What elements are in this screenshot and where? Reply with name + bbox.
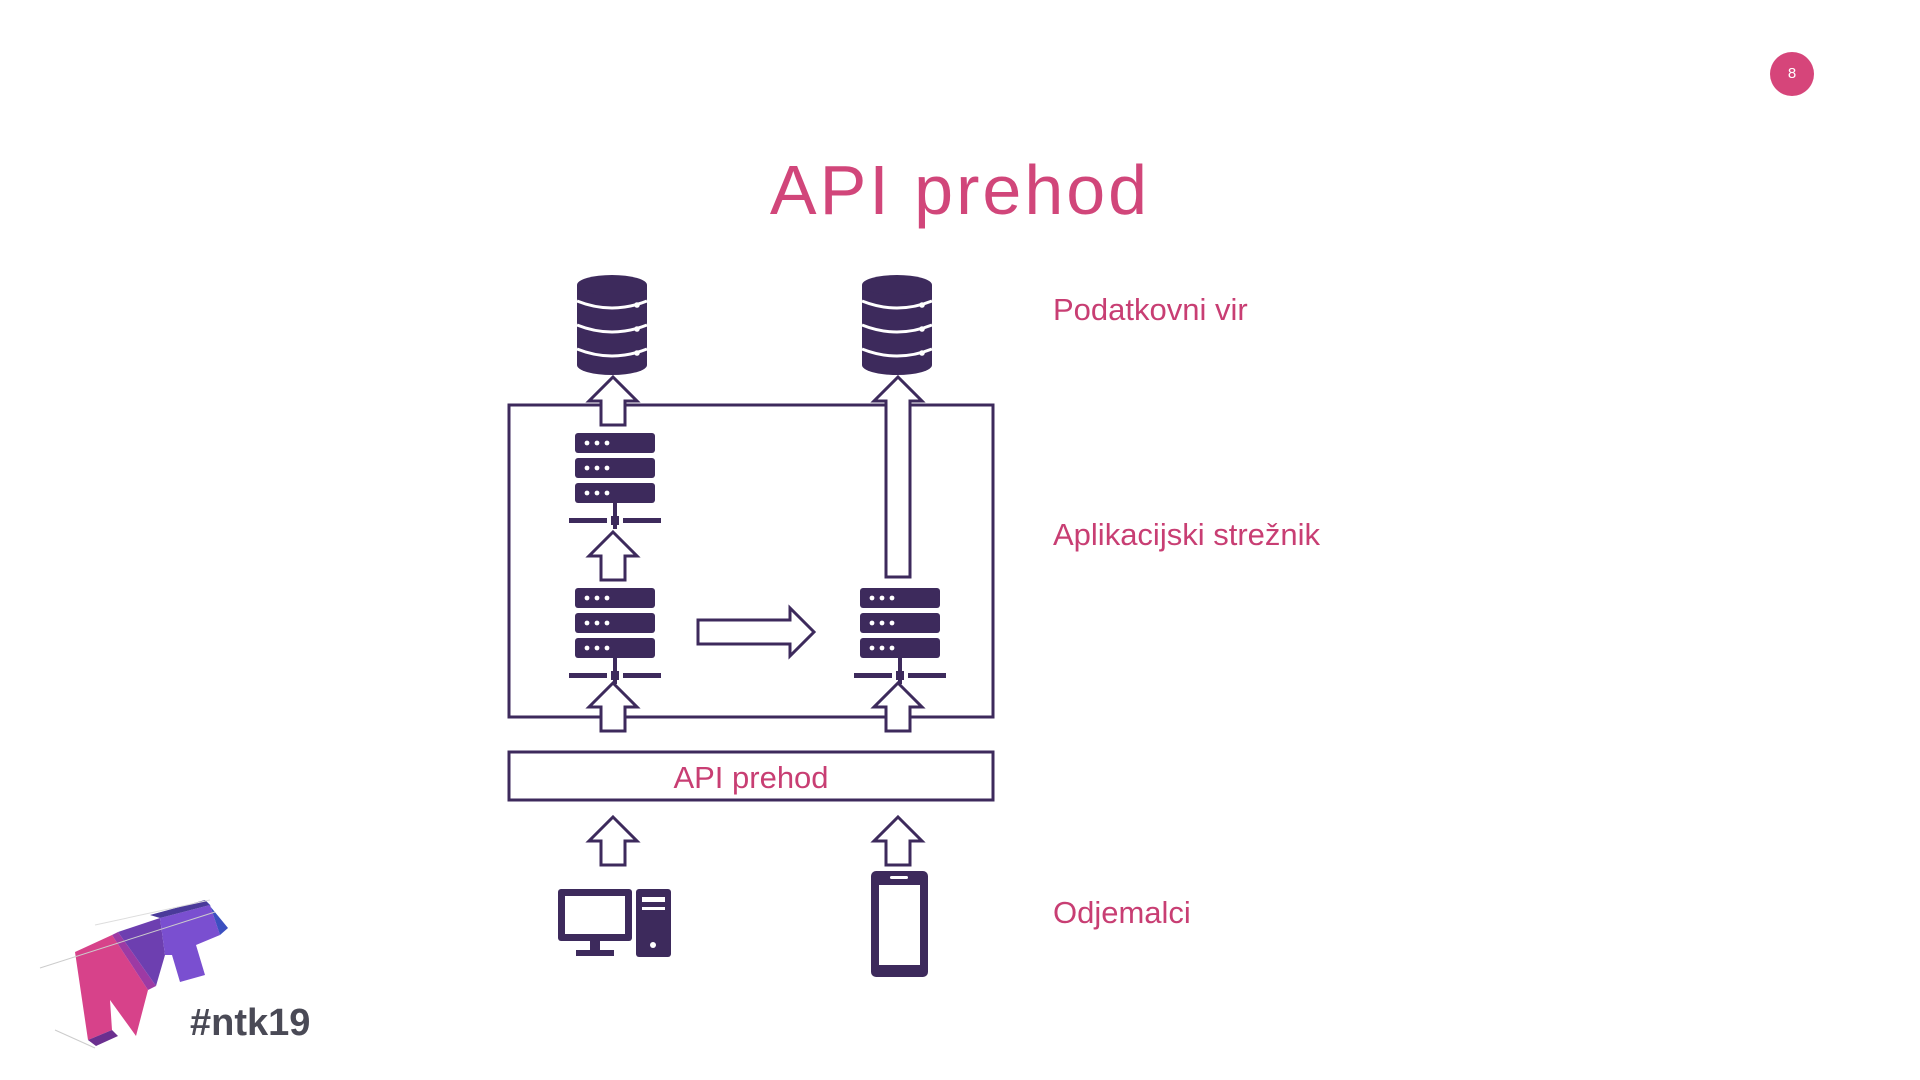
arrow-up-icon: [587, 530, 639, 582]
arrow-up-icon: [872, 815, 924, 867]
arrow-up-icon: [587, 681, 639, 733]
database-icon: [860, 273, 934, 377]
database-icon: [575, 273, 649, 377]
api-gateway-label: API prehod: [673, 760, 828, 795]
page-number-badge: 8: [1770, 52, 1814, 96]
app-server-frame: [507, 403, 995, 719]
arrow-up-icon: [870, 374, 926, 579]
ntk-logo: [39, 899, 228, 1049]
arrow-up-icon: [872, 681, 924, 733]
desktop-computer-icon: [558, 889, 671, 957]
smartphone-icon: [871, 871, 928, 977]
server-icon: [569, 588, 661, 684]
arrow-right-icon: [696, 604, 817, 660]
label-clients: Odjemalci: [1053, 895, 1191, 930]
label-data-source: Podatkovni vir: [1053, 292, 1248, 327]
server-icon: [854, 588, 946, 684]
api-gateway-box: [507, 750, 995, 802]
server-icon: [569, 433, 661, 529]
hashtag: #ntk19: [190, 1002, 311, 1044]
arrow-up-icon: [587, 815, 639, 867]
arrow-up-icon: [587, 375, 639, 427]
slide-title: API prehod: [769, 151, 1151, 229]
label-app-server: Aplikacijski strežnik: [1053, 517, 1321, 552]
